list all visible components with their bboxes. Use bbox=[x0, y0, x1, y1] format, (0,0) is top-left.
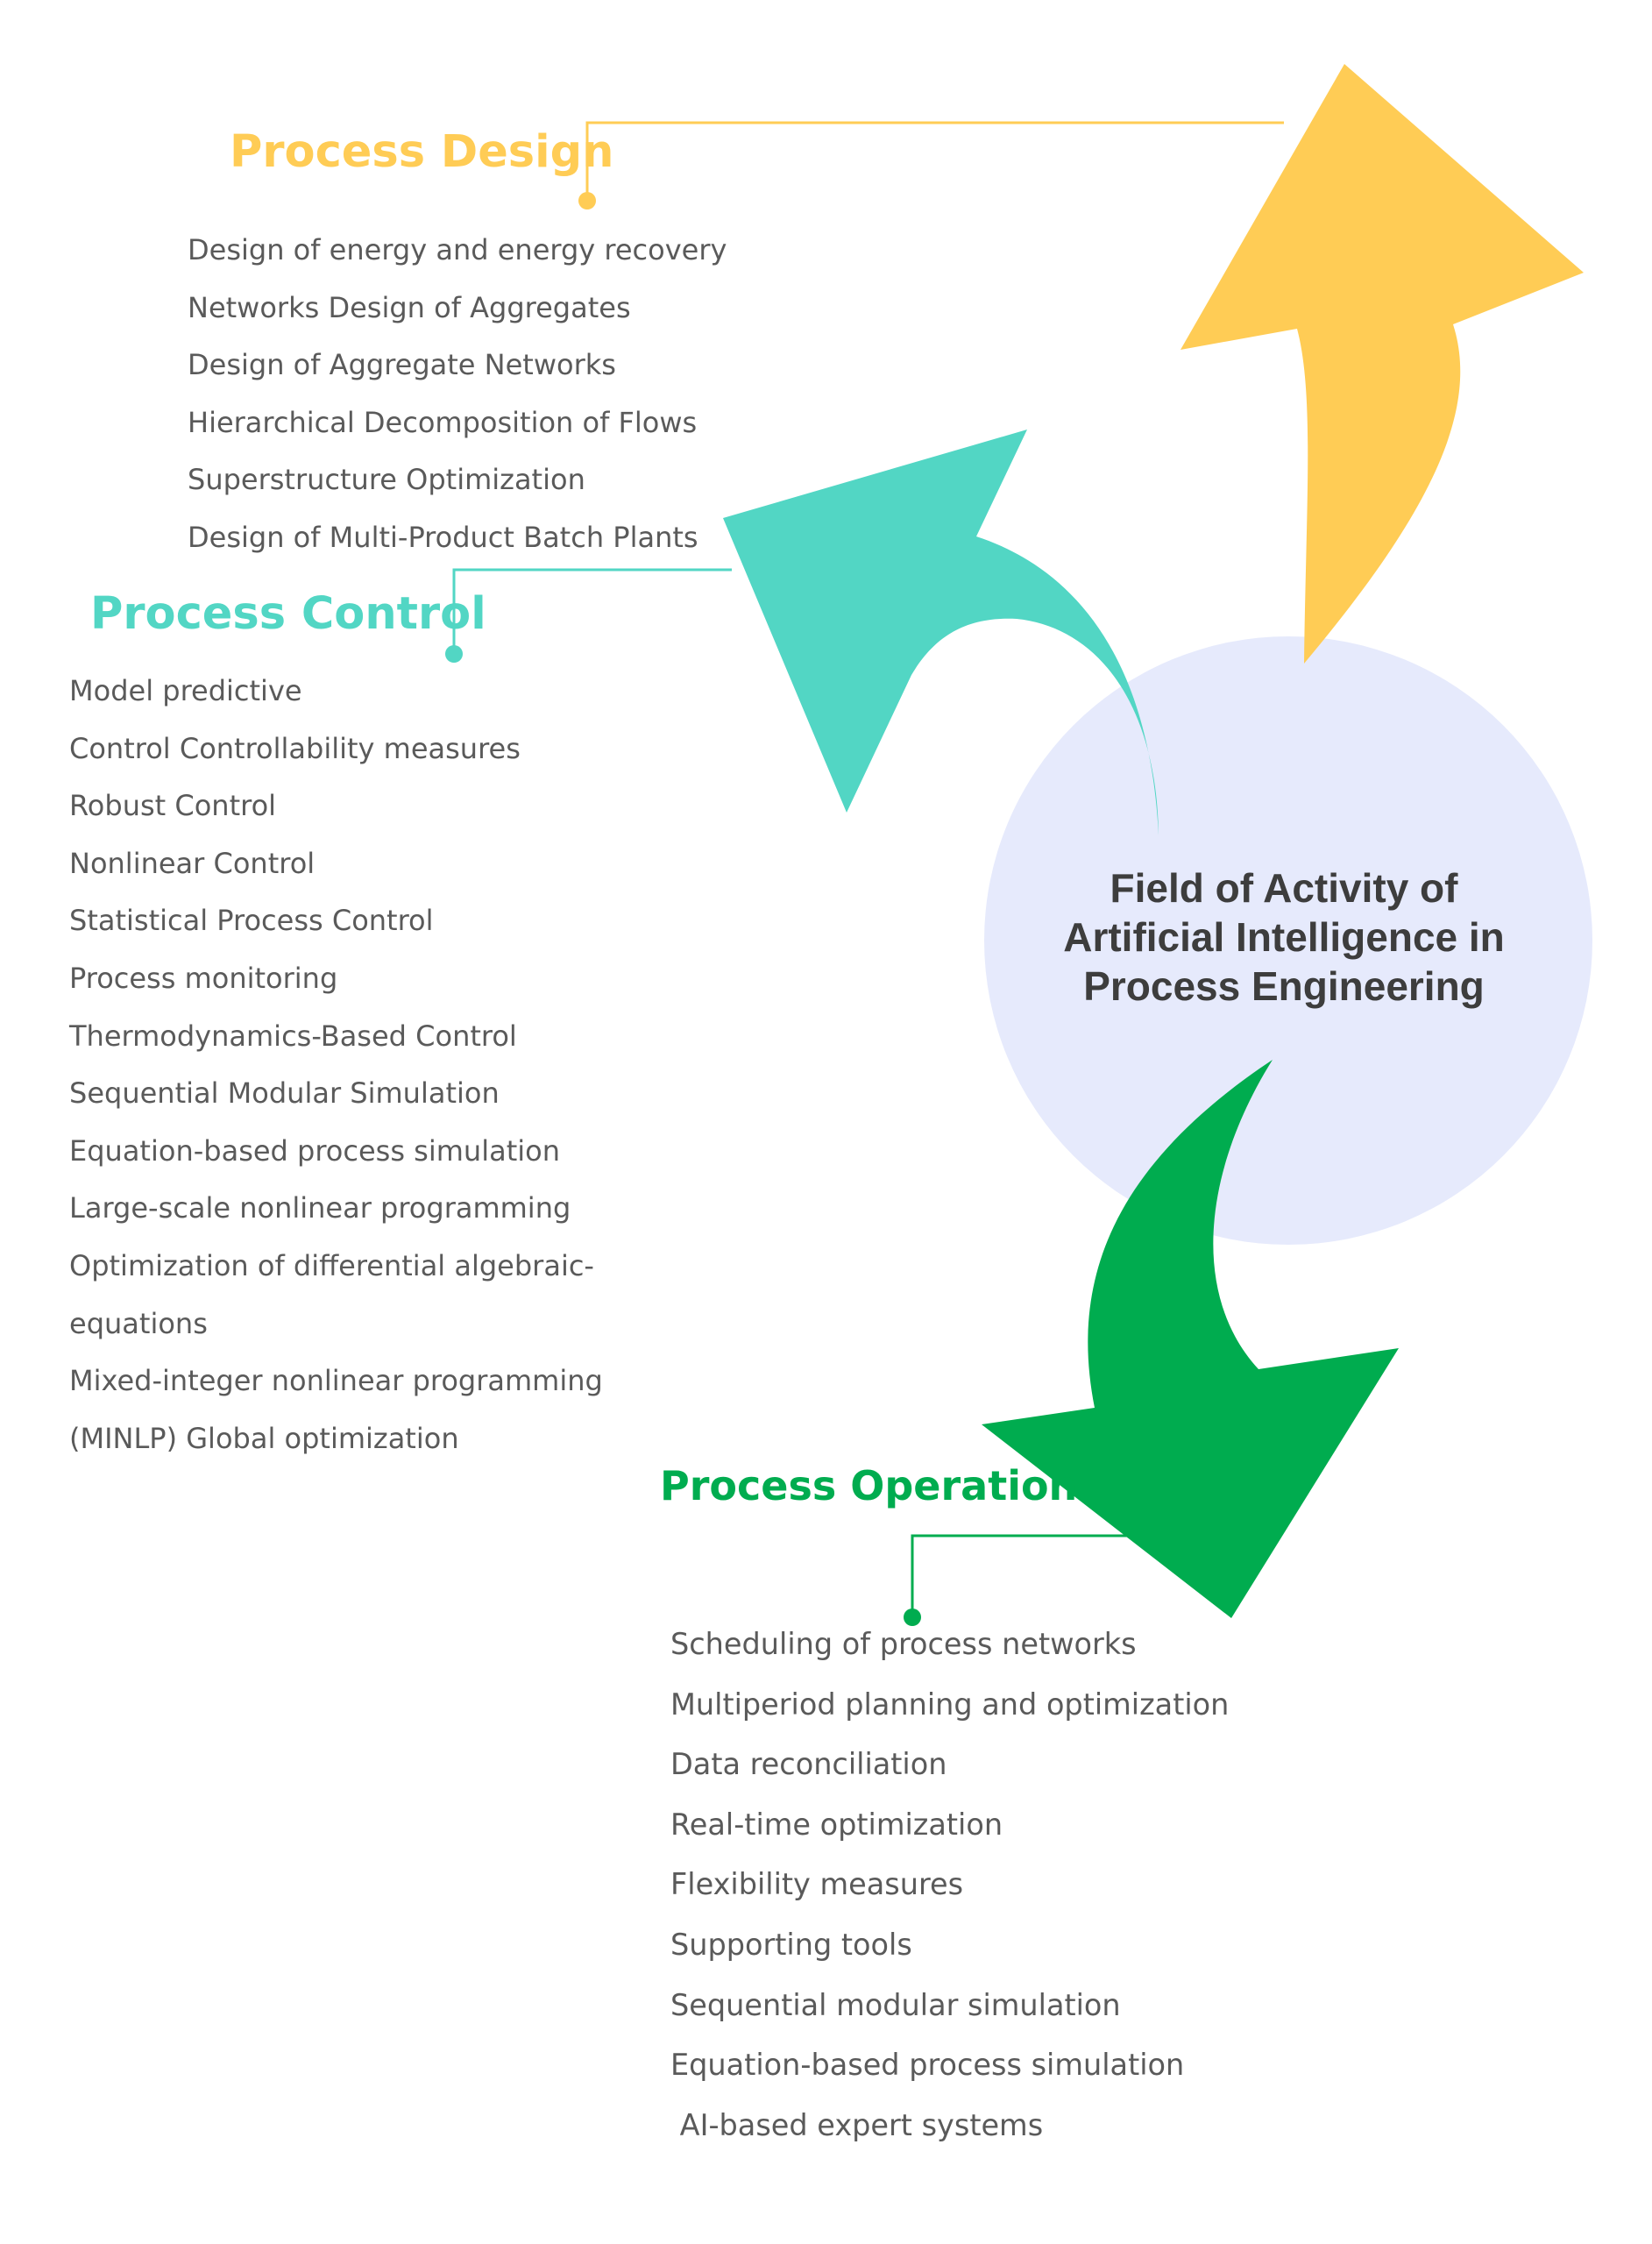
center-title-line: Artificial Intelligence in bbox=[1063, 914, 1505, 960]
design-connector-dot bbox=[578, 192, 596, 209]
center-title-line: Field of Activity of bbox=[1110, 865, 1458, 911]
list-item: Large-scale nonlinear programming bbox=[69, 1191, 571, 1225]
list-item: Model predictive bbox=[69, 674, 302, 707]
list-item: Real-time optimization bbox=[670, 1807, 1003, 1842]
operation-heading: Process Operation bbox=[660, 1462, 1078, 1509]
operation-connector bbox=[911, 1534, 1131, 1616]
control-connector-dot bbox=[445, 645, 463, 663]
list-item: Scheduling of process networks bbox=[670, 1627, 1137, 1661]
operation-list: Scheduling of process networks Multiperi… bbox=[670, 1626, 1229, 2167]
list-item: AI-based expert systems bbox=[670, 2107, 1044, 2142]
list-item: Thermodynamics-Based Control bbox=[69, 1019, 517, 1053]
control-heading: Process Control bbox=[90, 588, 486, 640]
list-item: Robust Control bbox=[69, 789, 277, 823]
list-item: (MINLP) Global optimization bbox=[69, 1421, 459, 1455]
list-item: equations bbox=[69, 1306, 208, 1340]
list-item: Statistical Process Control bbox=[69, 904, 434, 938]
design-heading: Process Design bbox=[230, 126, 614, 178]
list-item: Data reconciliation bbox=[670, 1747, 947, 1782]
operation-connector-dot bbox=[904, 1608, 921, 1626]
center-title: Field of Activity of Artificial Intellig… bbox=[1008, 863, 1560, 1011]
list-item: Networks Design of Aggregates bbox=[188, 290, 631, 324]
list-item: Design of energy and energy recovery bbox=[188, 233, 727, 266]
design-list: Design of energy and energy recovery Net… bbox=[188, 232, 727, 578]
list-item: Design of Multi-Product Batch Plants bbox=[188, 520, 698, 554]
list-item: Superstructure Optimization bbox=[188, 463, 585, 497]
list-item: Control Controllability measures bbox=[69, 731, 521, 765]
list-item: Mixed-integer nonlinear programming bbox=[69, 1364, 603, 1398]
list-item: Supporting tools bbox=[670, 1927, 912, 1962]
center-circle bbox=[984, 636, 1592, 1245]
center-title-line: Process Engineering bbox=[1083, 963, 1485, 1009]
list-item: Equation-based process simulation bbox=[670, 2048, 1185, 2083]
design-connector bbox=[585, 121, 1284, 200]
list-item: Flexibility measures bbox=[670, 1867, 964, 1902]
list-item: Process monitoring bbox=[69, 961, 338, 995]
control-arrow bbox=[723, 430, 1159, 835]
design-arrow bbox=[1181, 64, 1584, 664]
list-item: Multiperiod planning and optimization bbox=[670, 1687, 1230, 1722]
operation-arrow bbox=[982, 1060, 1399, 1618]
control-list: Model predictive Control Controllability… bbox=[69, 673, 603, 1478]
control-connector bbox=[452, 568, 732, 653]
list-item: Optimization of differential algebraic- bbox=[69, 1248, 594, 1282]
list-item: Equation-based process simulation bbox=[69, 1133, 560, 1168]
list-item: Sequential modular simulation bbox=[670, 1987, 1121, 2022]
list-item: Hierarchical Decomposition of Flows bbox=[188, 405, 698, 439]
list-item: Design of Aggregate Networks bbox=[188, 348, 616, 382]
list-item: Sequential Modular Simulation bbox=[69, 1076, 500, 1111]
list-item: Nonlinear Control bbox=[69, 846, 316, 880]
